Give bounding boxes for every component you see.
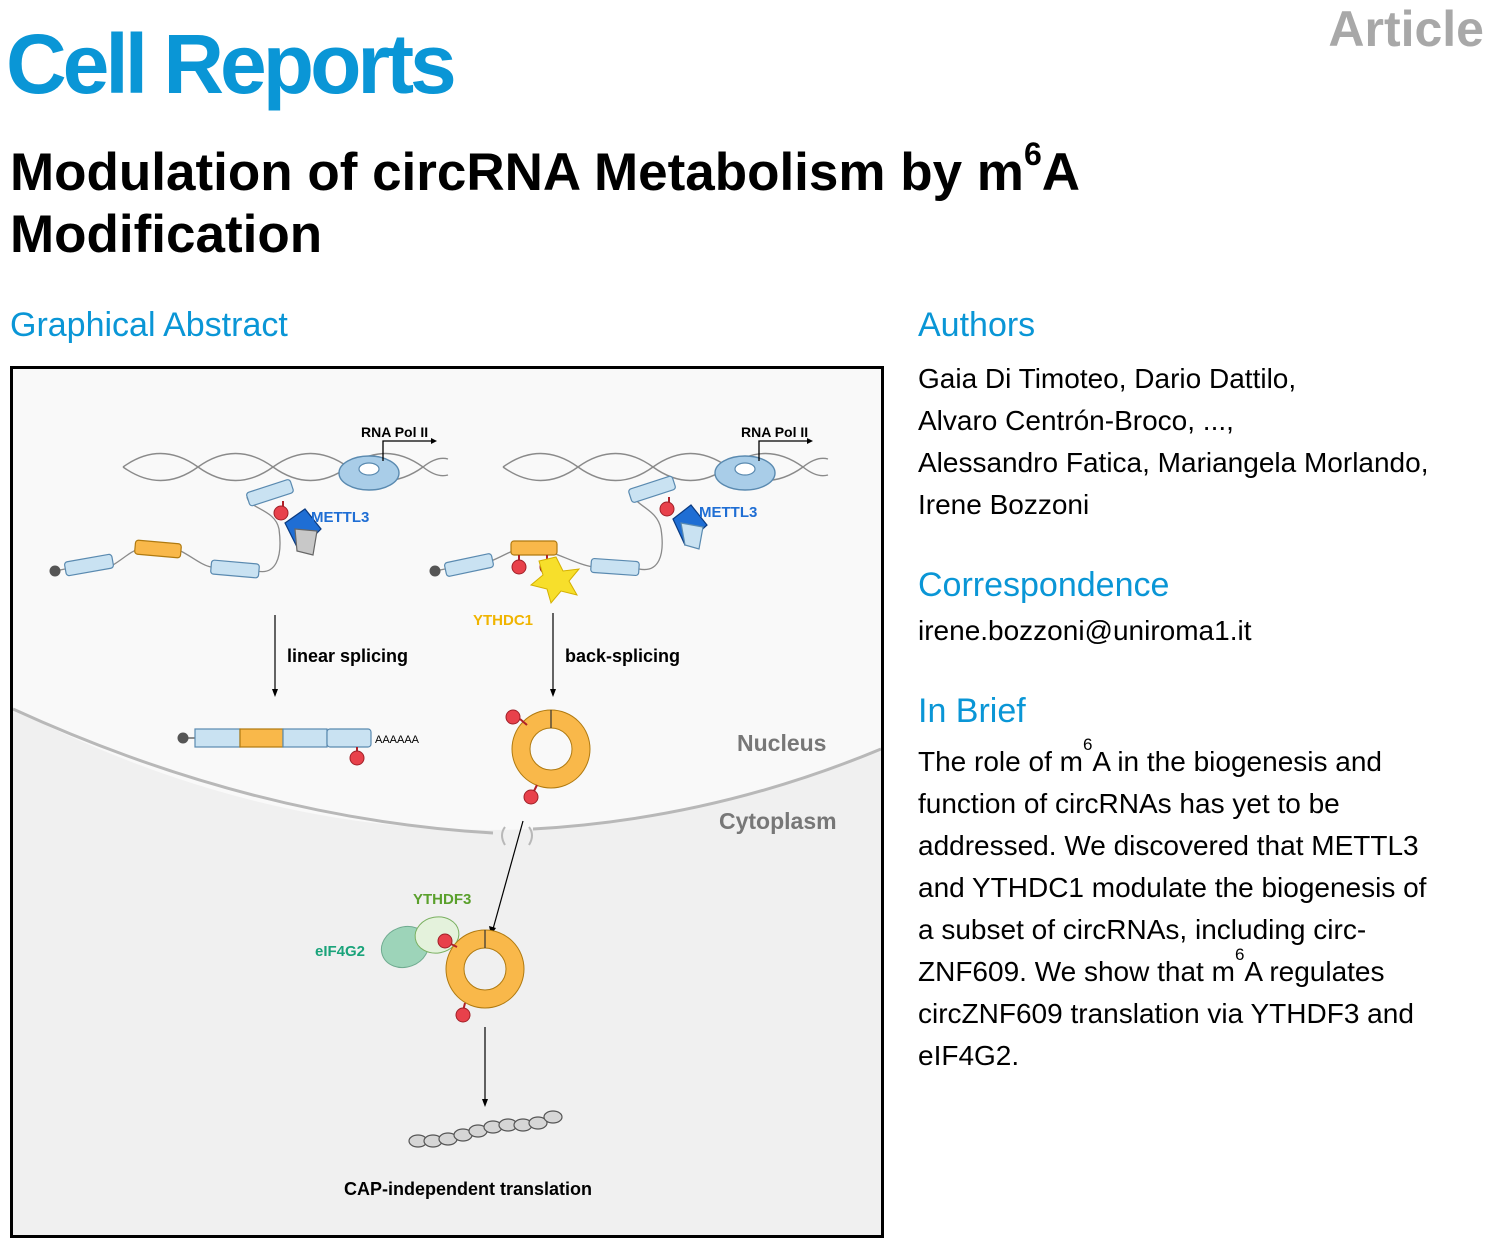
exon-right-2	[510, 540, 558, 556]
circrna-nuclear	[505, 709, 591, 805]
mettl3-label-left: METTL3	[311, 509, 369, 526]
ythdf3-label: YTHDF3	[413, 891, 471, 908]
cytoplasm-label: Cytoplasm	[719, 808, 837, 834]
in-brief-heading: In Brief	[918, 692, 1026, 730]
peptide-chain	[408, 1110, 563, 1148]
title-text: Modulation of circRNA Metabolism by m	[10, 143, 1024, 202]
translation-label: CAP-independent translation	[344, 1179, 592, 1199]
title-text-end: A	[1041, 143, 1081, 202]
nuclear-envelope-right	[532, 747, 881, 831]
in-brief-line: function of circRNAs has yet to be	[918, 788, 1340, 819]
exon-right-4	[628, 475, 676, 503]
correspondence-heading: Correspondence	[918, 566, 1170, 604]
author-line: Alvaro Centrón-Broco, ...,	[918, 405, 1234, 436]
cap-left	[49, 565, 61, 577]
in-brief-line: ZNF609. We show that m6A regulates	[918, 945, 1385, 987]
author-line: Gaia Di Timoteo, Dario Dattilo,	[918, 363, 1297, 394]
article-type-label: Article	[1328, 1, 1484, 57]
rna-pol-label-left: RNA Pol II	[361, 424, 428, 440]
rna-pol-ii-right	[714, 438, 813, 491]
in-brief-line: circZNF609 translation via YTHDF3 and	[918, 998, 1414, 1029]
rna-pol-label-right: RNA Pol II	[741, 424, 808, 440]
graphical-abstract-heading: Graphical Abstract	[10, 306, 288, 344]
correspondence-email[interactable]: irene.bozzoni@uniroma1.it	[918, 615, 1252, 646]
exon-right-1	[444, 553, 494, 577]
m6a-mark-left	[273, 505, 289, 521]
m6a-mark-right-1	[511, 559, 527, 575]
cap-right	[429, 565, 441, 577]
dna-helix-right	[502, 452, 829, 482]
dna-helix-left	[122, 452, 449, 482]
in-brief-line: eIF4G2.	[918, 1040, 1020, 1071]
exon-right-3	[590, 557, 640, 577]
in-brief-line: and YTHDC1 modulate the biogenesis of	[918, 872, 1427, 903]
author-line: Alessandro Fatica, Mariangela Morlando,	[918, 447, 1429, 478]
authors-heading: Authors	[918, 306, 1036, 344]
nuclear-pore-right	[528, 826, 533, 846]
m6a-mark-right-3	[659, 501, 675, 517]
polya-tail: AAAAAA	[375, 734, 420, 746]
nuclear-envelope-left	[13, 707, 494, 835]
graphical-abstract-diagram: RNA Pol II METTL3 RNA Pol II	[13, 424, 881, 1235]
nucleus-label: Nucleus	[737, 730, 826, 756]
author-line: Irene Bozzoni	[918, 489, 1090, 520]
exon-left-2	[134, 539, 182, 559]
rna-pol-ii-left	[338, 438, 437, 491]
mettl3-label-right: METTL3	[699, 504, 757, 521]
linear-splicing-label: linear splicing	[287, 646, 408, 666]
mettl3-complex-left	[284, 508, 322, 556]
exon-left-3	[210, 559, 260, 579]
journal-title: Cell Reports	[6, 17, 457, 111]
linear-mrna	[177, 728, 372, 766]
exon-left-1	[64, 553, 114, 577]
circrna-cytoplasmic	[437, 929, 525, 1023]
title-text-line2: Modification	[10, 205, 323, 264]
mettl3-complex-right	[672, 504, 708, 550]
export-arrow	[492, 820, 524, 930]
title-superscript: 6	[1023, 136, 1042, 172]
back-splicing-label: back-splicing	[565, 646, 680, 666]
nuclear-pore-left	[501, 826, 506, 846]
in-brief-text: The role of m6A in the biogenesis and fu…	[918, 735, 1427, 1077]
ythdc1-label: YTHDC1	[473, 612, 533, 629]
in-brief-line: The role of m6A in the biogenesis and	[918, 735, 1382, 777]
eif4g2-label: eIF4G2	[315, 943, 365, 960]
authors-list: Gaia Di Timoteo, Dario Dattilo, Alvaro C…	[918, 358, 1428, 526]
graphical-abstract-figure: RNA Pol II METTL3 RNA Pol II	[10, 366, 884, 1238]
in-brief-line: a subset of circRNAs, including circ-	[918, 914, 1367, 945]
exon-left-4	[246, 479, 294, 507]
article-title: Modulation of circRNA Metabolism by m6A …	[10, 138, 1310, 266]
ythdc1-protein	[529, 556, 581, 605]
in-brief-line: addressed. We discovered that METTL3	[918, 830, 1419, 861]
